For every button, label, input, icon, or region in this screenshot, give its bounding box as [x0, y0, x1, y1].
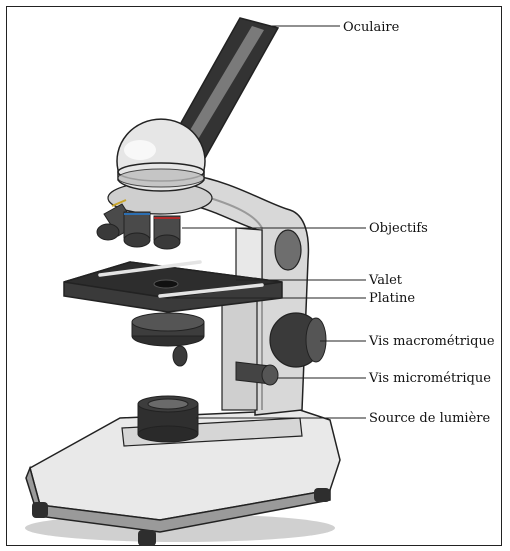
label-oculaire: Oculaire [343, 20, 400, 35]
micro-knob-face [262, 365, 278, 385]
condenser-top [132, 313, 204, 331]
macro-knob-face [306, 318, 326, 362]
base-foot-right [314, 488, 330, 502]
base-foot-left [32, 502, 48, 518]
label-platine: Platine [369, 291, 415, 306]
label-valet: Valet [368, 273, 403, 288]
objective-left-lens [97, 224, 119, 240]
head-gloss [124, 140, 156, 160]
stage-aperture [154, 280, 178, 288]
objective-right-lens [154, 235, 180, 249]
base-foot-front [138, 530, 156, 546]
eyepiece-tube-highlight [183, 26, 264, 146]
arm-bracket [236, 228, 262, 282]
label-vis-micrometrique: Vis micrométrique [368, 371, 491, 386]
objective-middle-lens [124, 233, 150, 247]
label-vis-macrometrique: Vis macrométrique [368, 334, 495, 349]
label-objectifs: Objectifs [369, 221, 428, 236]
labels: Oculaire Objectifs Valet Platine Vis mac… [343, 20, 495, 426]
condenser [132, 313, 204, 346]
light-source-bottom [138, 426, 198, 442]
head-band-lower [118, 169, 204, 187]
light-source [138, 396, 198, 442]
light-source-lens [148, 399, 188, 409]
arm-knob-top [275, 230, 301, 270]
label-source-de-lumiere: Source de lumière [369, 411, 490, 426]
objective-right [154, 216, 180, 249]
objective-middle [124, 212, 150, 247]
stage-post [222, 300, 257, 410]
left-knob [173, 346, 187, 366]
